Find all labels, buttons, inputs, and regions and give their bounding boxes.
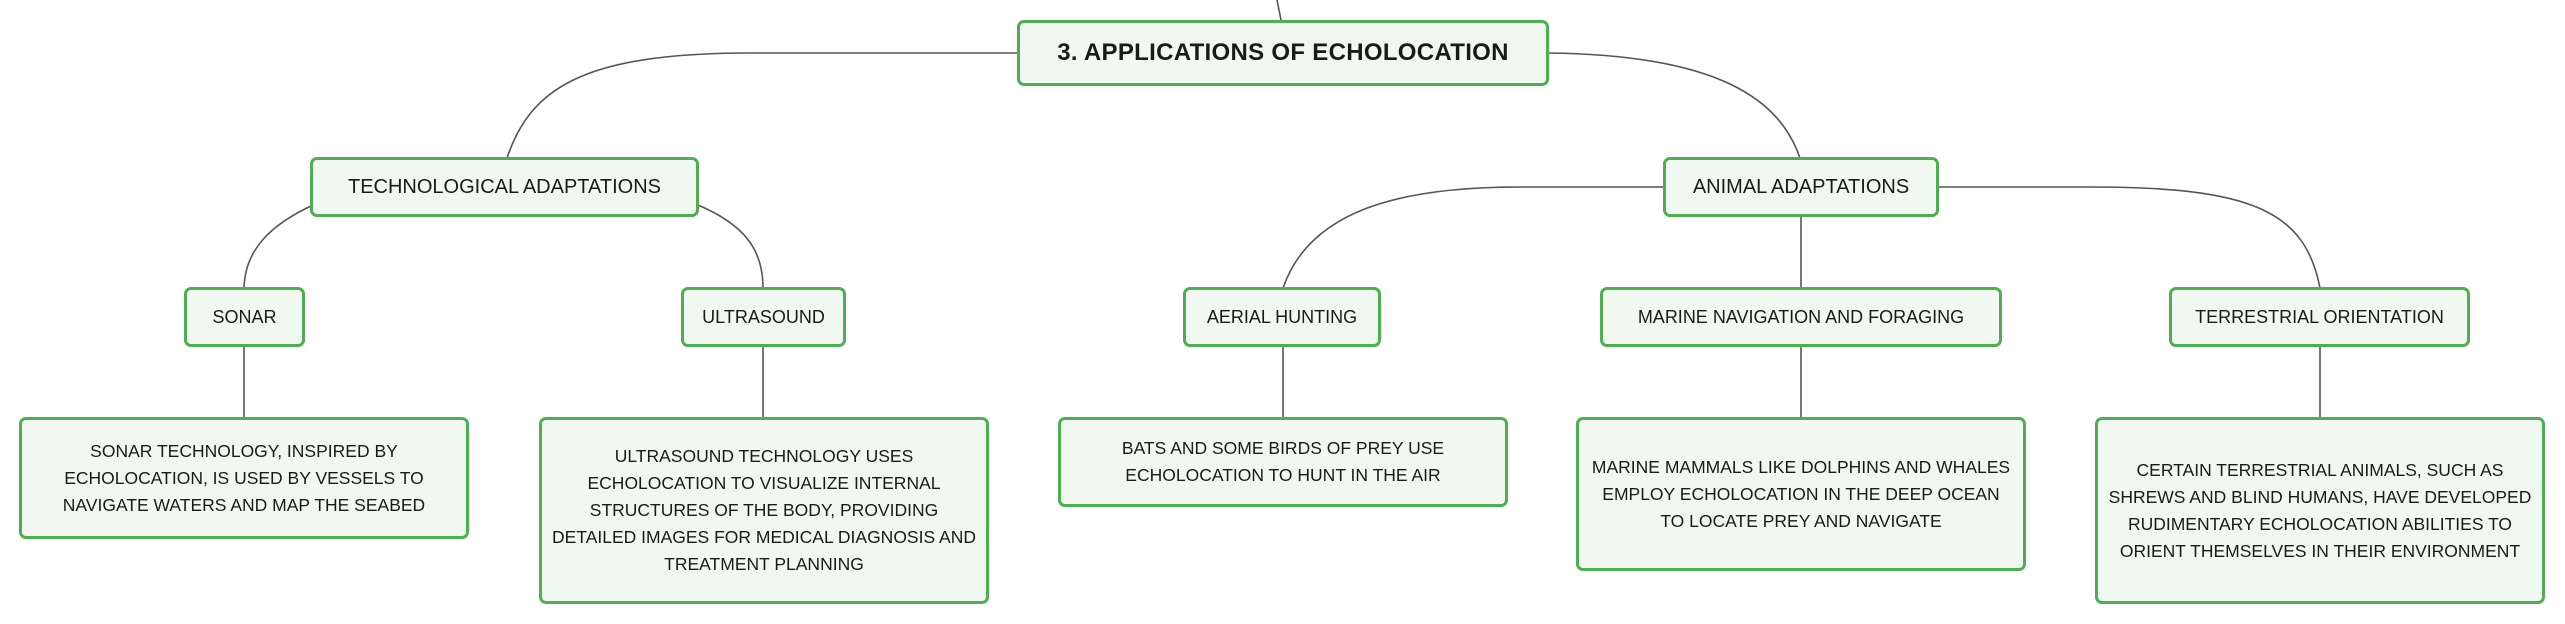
- subtopic-terrestrial-orientation[interactable]: TERRESTRIAL ORIENTATION: [2169, 287, 2470, 347]
- subtopic-label: AERIAL HUNTING: [1206, 306, 1358, 327]
- connector-parent-root: [1276, 0, 1282, 21]
- topic-animal-adaptations[interactable]: ANIMAL ADAPTATIONS: [1663, 157, 1939, 217]
- detail-text: MARINE MAMMALS LIKE DOLPHINS AND WHALES …: [1591, 456, 2011, 531]
- root-topic-label: 3. APPLICATIONS OF ECHOLOCATION: [1057, 39, 1509, 66]
- detail-text: BATS AND SOME BIRDS OF PREY USE ECHOLOCA…: [1121, 438, 1445, 485]
- detail-aerial-hunting[interactable]: BATS AND SOME BIRDS OF PREY USE ECHOLOCA…: [1058, 417, 1508, 507]
- subtopic-label: ULTRASOUND: [702, 306, 825, 327]
- connector-animal-terrestrial: [1938, 186, 2321, 289]
- detail-text: ULTRASOUND TECHNOLOGY USES ECHOLOCATION …: [552, 446, 976, 574]
- connector-technological-sonar: [243, 204, 314, 289]
- topic-label: ANIMAL ADAPTATIONS: [1692, 175, 1910, 198]
- detail-marine-navigation[interactable]: MARINE MAMMALS LIKE DOLPHINS AND WHALES …: [1576, 417, 2026, 571]
- connector-animal-aerial: [1282, 186, 1664, 289]
- subtopic-aerial-hunting[interactable]: AERIAL HUNTING: [1183, 287, 1381, 347]
- root-topic[interactable]: 3. APPLICATIONS OF ECHOLOCATION: [1017, 20, 1549, 86]
- detail-terrestrial-orientation[interactable]: CERTAIN TERRESTRIAL ANIMALS, SUCH AS SHR…: [2095, 417, 2545, 604]
- topic-label: TECHNOLOGICAL ADAPTATIONS: [347, 175, 662, 198]
- detail-ultrasound[interactable]: ULTRASOUND TECHNOLOGY USES ECHOLOCATION …: [539, 417, 989, 604]
- detail-text: SONAR TECHNOLOGY, INSPIRED BY ECHOLOCATI…: [62, 440, 426, 515]
- topic-technological-adaptations[interactable]: TECHNOLOGICAL ADAPTATIONS: [310, 157, 699, 217]
- subtopic-label: SONAR: [212, 306, 277, 327]
- connector-technological-ultrasound: [697, 204, 764, 289]
- subtopic-marine-navigation[interactable]: MARINE NAVIGATION AND FORAGING: [1600, 287, 2002, 347]
- subtopic-label: TERRESTRIAL ORIENTATION: [2195, 306, 2444, 327]
- subtopic-sonar[interactable]: SONAR: [184, 287, 305, 347]
- connector-root-animal: [1547, 52, 1801, 159]
- detail-sonar[interactable]: SONAR TECHNOLOGY, INSPIRED BY ECHOLOCATI…: [19, 417, 469, 539]
- detail-text: CERTAIN TERRESTRIAL ANIMALS, SUCH AS SHR…: [2108, 459, 2532, 561]
- subtopic-ultrasound[interactable]: ULTRASOUND: [681, 287, 846, 347]
- subtopic-label: MARINE NAVIGATION AND FORAGING: [1637, 306, 1965, 327]
- connector-root-technological: [506, 52, 1018, 159]
